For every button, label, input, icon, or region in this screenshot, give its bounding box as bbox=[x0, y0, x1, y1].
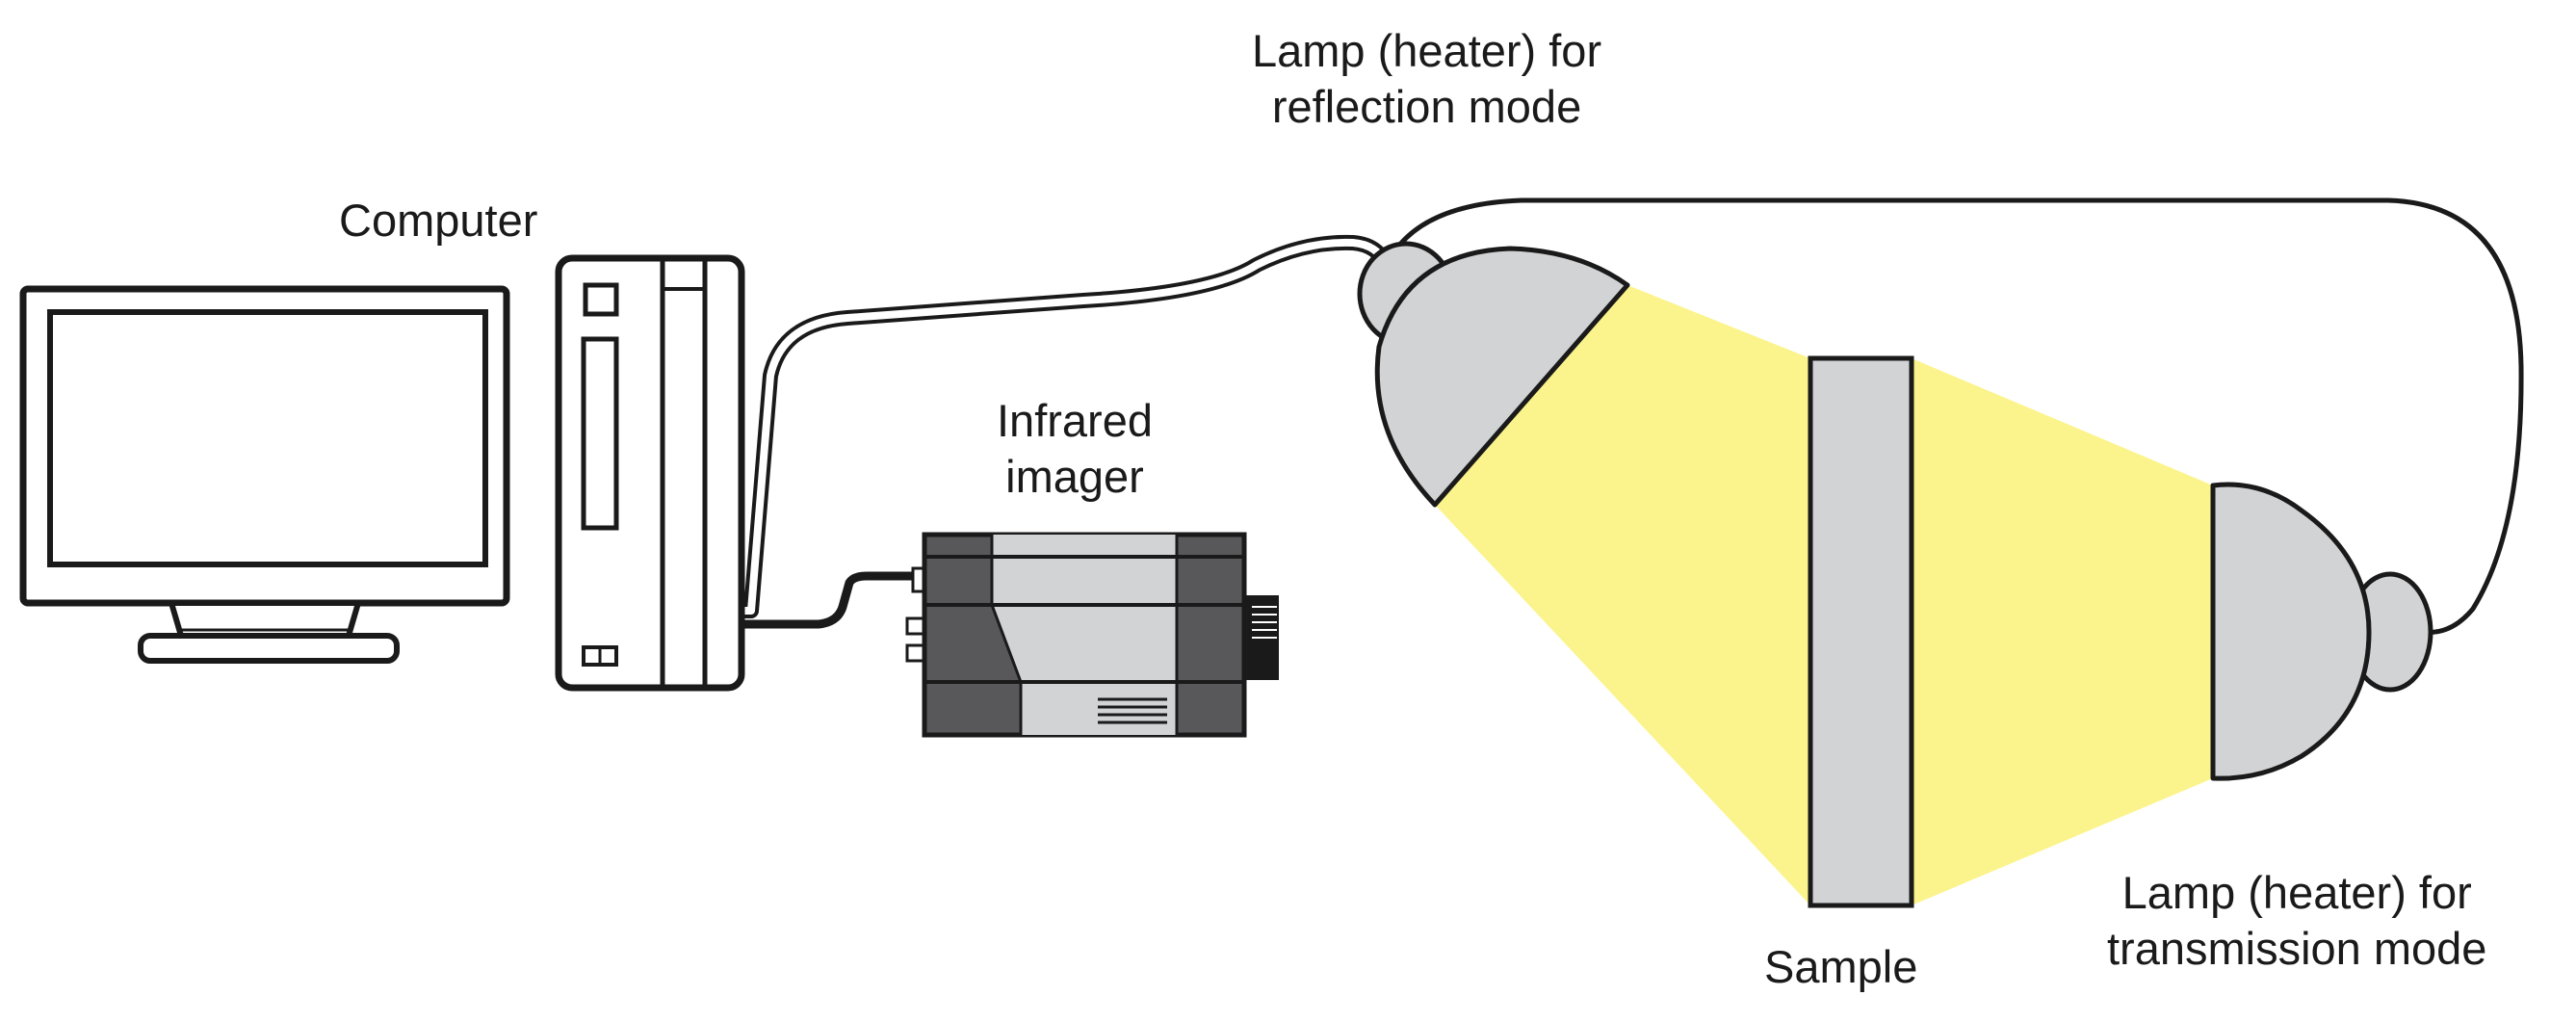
reflection-lamp-label-line2: reflection mode bbox=[1271, 81, 1582, 132]
transmission-lamp-label-line1: Lamp (heater) for bbox=[2121, 867, 2472, 918]
transmission-light-beam bbox=[1912, 358, 2213, 905]
computer-tower bbox=[555, 254, 745, 692]
imager-vent bbox=[1098, 697, 1167, 724]
reflection-lamp-label: Lamp (heater) for reflection mode bbox=[1252, 23, 1601, 135]
cable-to-transmission-lamp bbox=[1384, 197, 2524, 635]
sample-slab bbox=[1808, 355, 1914, 908]
computer-label: Computer bbox=[339, 195, 538, 246]
reflection-light-beam bbox=[1435, 285, 1810, 905]
cable-computer-to-imager bbox=[739, 571, 924, 629]
infrared-imager-label-line1: Infrared bbox=[997, 395, 1153, 446]
infrared-imager-label: Infrared imager bbox=[997, 393, 1153, 505]
reflection-lamp bbox=[1357, 241, 1630, 508]
transmission-lamp-label: Lamp (heater) for transmission mode bbox=[2107, 865, 2486, 977]
computer-monitor bbox=[19, 285, 510, 664]
infrared-imager bbox=[905, 532, 1279, 738]
transmission-lamp bbox=[2210, 482, 2433, 781]
sample-label: Sample bbox=[1764, 941, 1918, 992]
infrared-imager-label-line2: imager bbox=[1005, 451, 1144, 502]
transmission-lamp-label-line2: transmission mode bbox=[2107, 923, 2487, 974]
reflection-lamp-label-line1: Lamp (heater) for bbox=[1252, 25, 1602, 76]
